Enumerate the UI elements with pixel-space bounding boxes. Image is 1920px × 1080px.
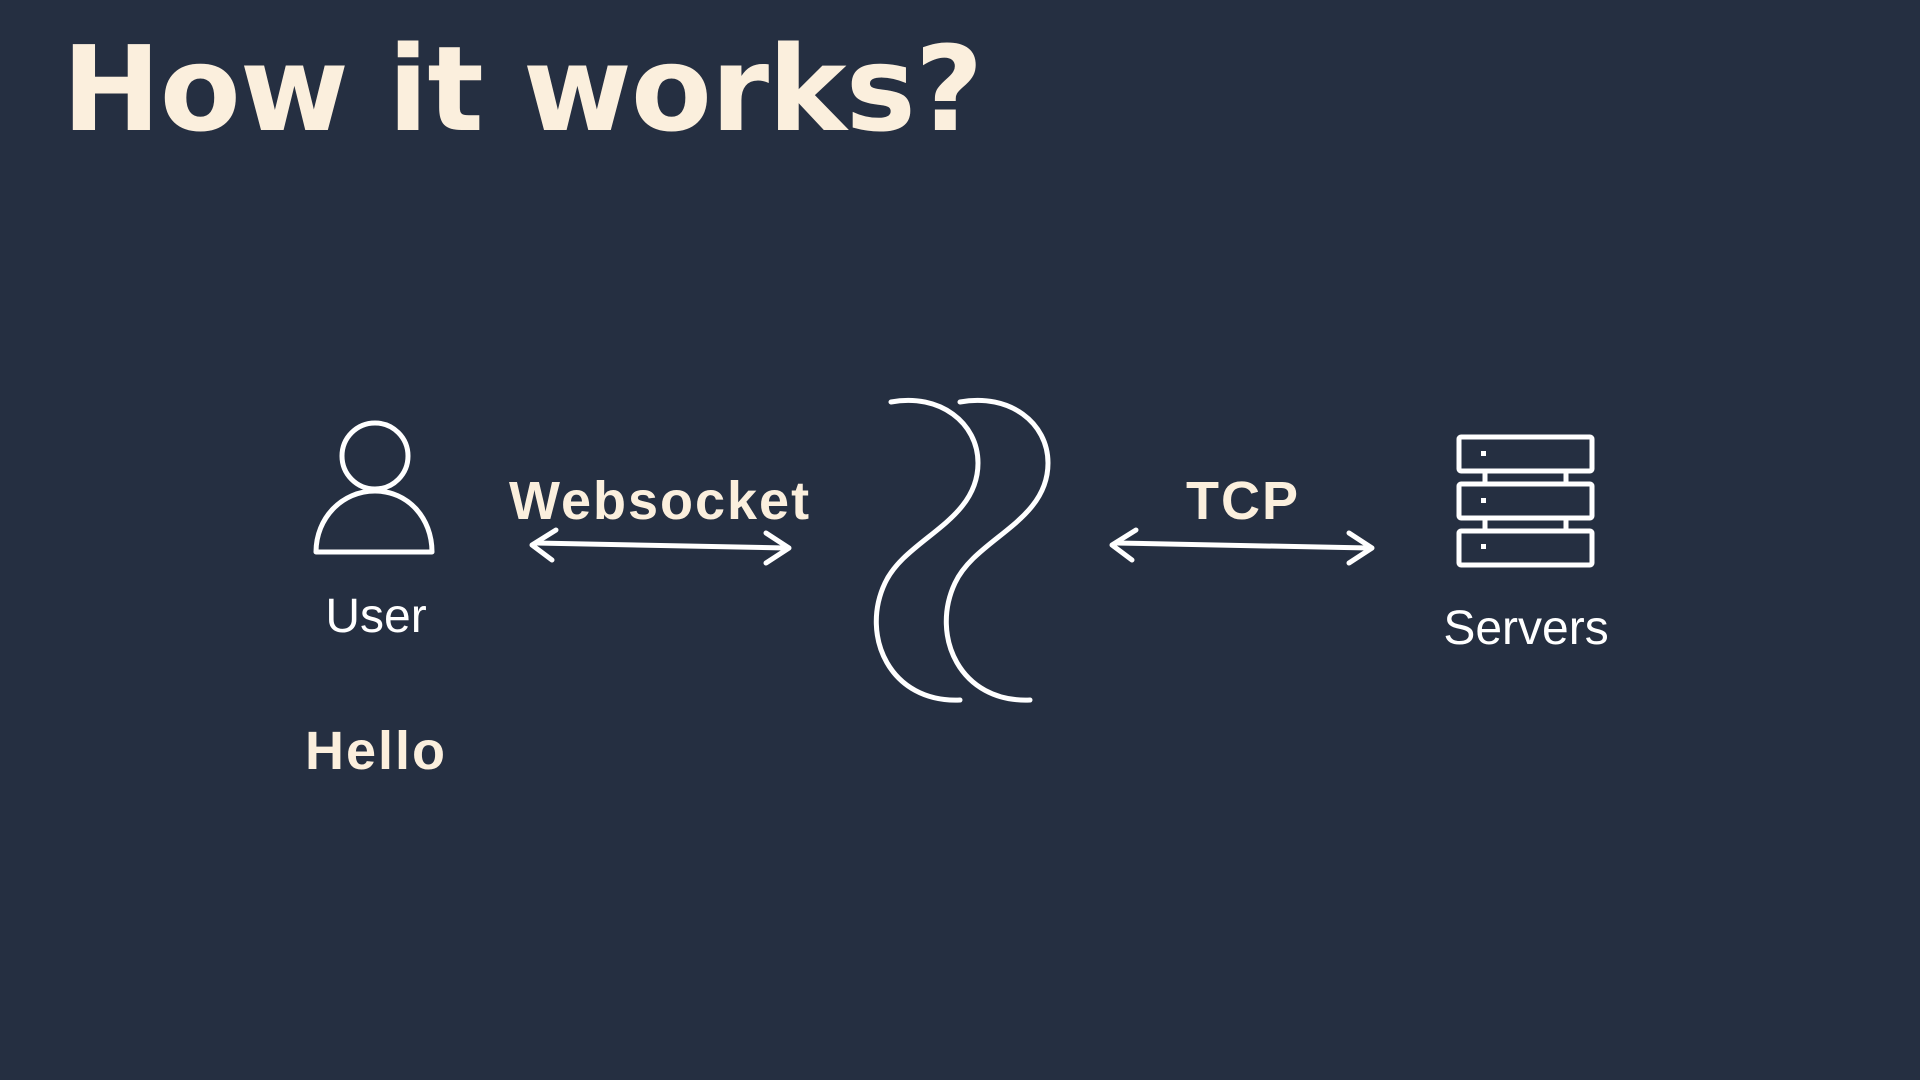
page-title: How it works? <box>62 20 983 158</box>
server-stack-icon <box>1456 434 1595 568</box>
user-label: User <box>325 590 427 643</box>
tcp-arrow <box>1109 527 1375 566</box>
tcp-label: TCP <box>1186 471 1300 531</box>
user-icon <box>313 420 435 555</box>
websocket-arrow <box>529 527 792 566</box>
servers-label: Servers <box>1443 602 1609 655</box>
double-s-curve-logo-icon <box>873 398 1051 703</box>
websocket-label: Websocket <box>508 471 812 531</box>
message-label: Hello <box>304 721 448 781</box>
